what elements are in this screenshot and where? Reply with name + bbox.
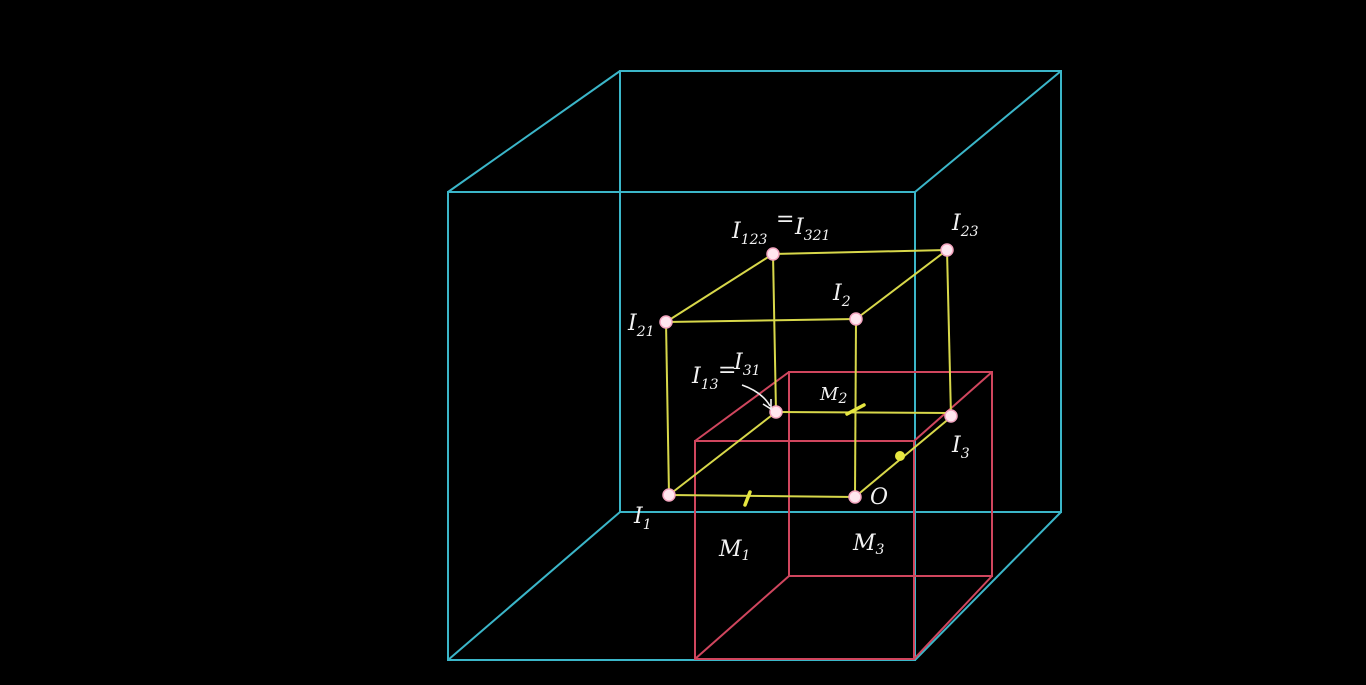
label-i13: I13 <box>691 364 719 393</box>
vertex-i3 <box>944 409 958 423</box>
label-m1: M1 <box>718 537 750 564</box>
outer-cube-back-face <box>619 70 1062 513</box>
label-i21-base: I <box>627 311 638 336</box>
edge-i1-origin <box>668 494 856 498</box>
label-i21: I21 <box>627 311 655 340</box>
vertex-i13 <box>769 405 783 419</box>
inner-cube <box>665 249 952 498</box>
label-i31: I31 <box>733 350 761 379</box>
label-m2-sub: 2 <box>837 391 847 407</box>
bottom-cube-edge-top-left <box>694 371 790 442</box>
label-m2: M2 <box>819 384 847 407</box>
outer-cube-edge-bottom-left <box>447 511 621 661</box>
bottom-cube-edge-bottom-right <box>913 575 993 660</box>
arrow-to-i13 <box>741 384 771 407</box>
tick-mark-back-edge <box>845 403 866 416</box>
label-origin: O <box>870 485 888 510</box>
label-i31-base: I <box>733 350 744 375</box>
edge-i13-i3 <box>775 411 952 414</box>
label-i3-sub: 3 <box>961 446 970 462</box>
label-i23-base: I <box>951 211 962 236</box>
outer-cube-edge-top-right <box>914 70 1062 193</box>
label-i1-base: I <box>633 504 644 529</box>
bottom-cube-back-face <box>788 371 993 577</box>
bottom-cube <box>694 371 993 660</box>
label-eq1: = <box>776 207 794 232</box>
outer-cube <box>447 70 1062 661</box>
edge-i23-i3 <box>946 249 952 418</box>
vertex-i1 <box>662 488 676 502</box>
label-i13-base: I <box>691 364 702 389</box>
label-i321-sub: 321 <box>804 228 831 244</box>
label-i1-sub: 1 <box>643 517 652 533</box>
label-i23-sub: 23 <box>960 224 979 240</box>
label-i321-base: I <box>794 215 805 240</box>
label-i21-sub: 21 <box>636 324 655 340</box>
vertex-i23 <box>940 243 954 257</box>
label-i2-sub: 2 <box>841 294 851 310</box>
label-i3-base: I <box>951 433 962 458</box>
label-m1-base: M <box>718 537 742 562</box>
outer-cube-front-face <box>447 191 916 661</box>
edge-i21-i123 <box>665 253 774 323</box>
label-eq2: = <box>718 358 736 383</box>
outer-cube-edge-bottom-right <box>914 511 1062 661</box>
label-i123-base: I <box>731 219 742 244</box>
label-i23: I23 <box>951 211 979 240</box>
outer-cube-edge-top-left <box>447 70 621 193</box>
tick-mark-bottom-edge <box>743 490 752 507</box>
edge-i21-i1 <box>665 321 670 496</box>
label-m2-base: M <box>819 384 839 405</box>
edge-ticks <box>743 403 866 507</box>
label-i123-sub: 123 <box>741 232 768 248</box>
label-i321: I321 <box>794 215 830 244</box>
edge-i1-i13 <box>668 411 777 496</box>
vertex-origin <box>848 490 862 504</box>
label-i13-sub: 13 <box>701 377 719 393</box>
label-m3-base: M <box>852 531 876 556</box>
vertex-i21 <box>659 315 673 329</box>
label-i1: I1 <box>633 504 652 533</box>
label-m3: M3 <box>852 531 885 558</box>
edge-i21-i2 <box>665 318 857 323</box>
vertices <box>659 243 958 504</box>
label-i123: I123 <box>731 219 768 248</box>
tick-dot-diagonal <box>895 451 905 461</box>
bottom-cube-edge-top-right <box>913 371 993 442</box>
label-m3-sub: 3 <box>876 542 885 558</box>
label-m1-sub: 1 <box>742 548 751 564</box>
vertex-i2 <box>849 312 863 326</box>
label-i31-sub: 31 <box>743 363 761 379</box>
label-i3: I3 <box>951 433 970 462</box>
bottom-cube-edge-bottom-left <box>694 575 790 660</box>
bottom-cube-front-face <box>694 440 915 660</box>
vertex-i123 <box>766 247 780 261</box>
arrow-head-i13 <box>762 399 772 411</box>
label-i2-base: I <box>832 281 843 306</box>
label-i2: I2 <box>832 281 851 310</box>
edge-i123-i13 <box>772 253 777 413</box>
edge-i2-i23 <box>855 249 948 320</box>
edge-i123-i23 <box>772 249 948 255</box>
